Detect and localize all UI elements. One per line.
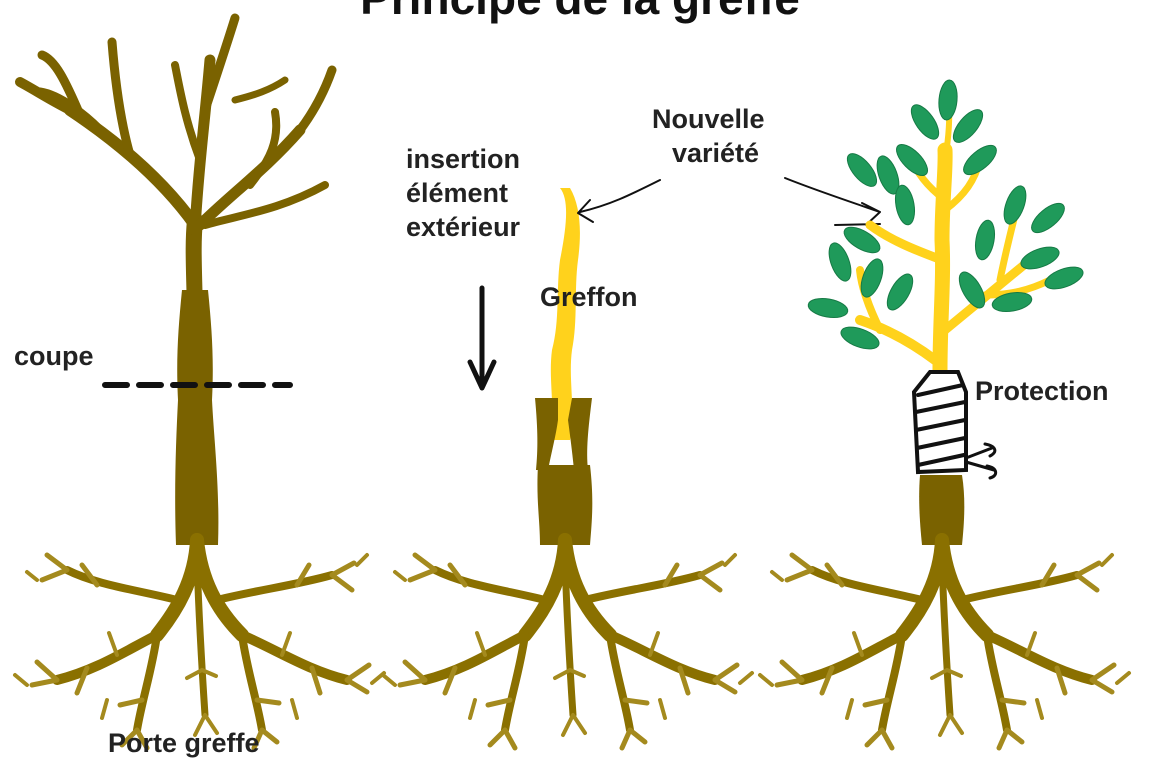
insertion-arrow: [470, 288, 494, 388]
label-nouvelle-1: Nouvelle: [652, 104, 765, 134]
tree-insertion: [383, 188, 752, 748]
tree-rootstock: [15, 18, 384, 748]
label-insertion-2: élément: [406, 178, 508, 208]
split-stump: [535, 398, 558, 470]
rootstock-trunk: [175, 290, 218, 545]
label-protection: Protection: [975, 376, 1109, 406]
label-insertion-3: extérieur: [406, 212, 521, 242]
tree-grafted: [760, 79, 1129, 748]
pointer-arrow-left: [578, 180, 660, 222]
grafted-roots: [760, 540, 1129, 748]
rootstock-roots: [15, 540, 384, 748]
label-insertion-1: insertion: [406, 144, 520, 174]
insertion-roots: [383, 540, 752, 748]
label-porte-greffe: Porte greffe: [108, 728, 260, 758]
diagram-title: Principe de la greffe: [360, 0, 800, 24]
rootstock-branches: [20, 18, 332, 330]
label-greffon: Greffon: [540, 282, 638, 312]
label-nouvelle-2: variété: [672, 138, 759, 168]
label-coupe: coupe: [14, 341, 94, 371]
